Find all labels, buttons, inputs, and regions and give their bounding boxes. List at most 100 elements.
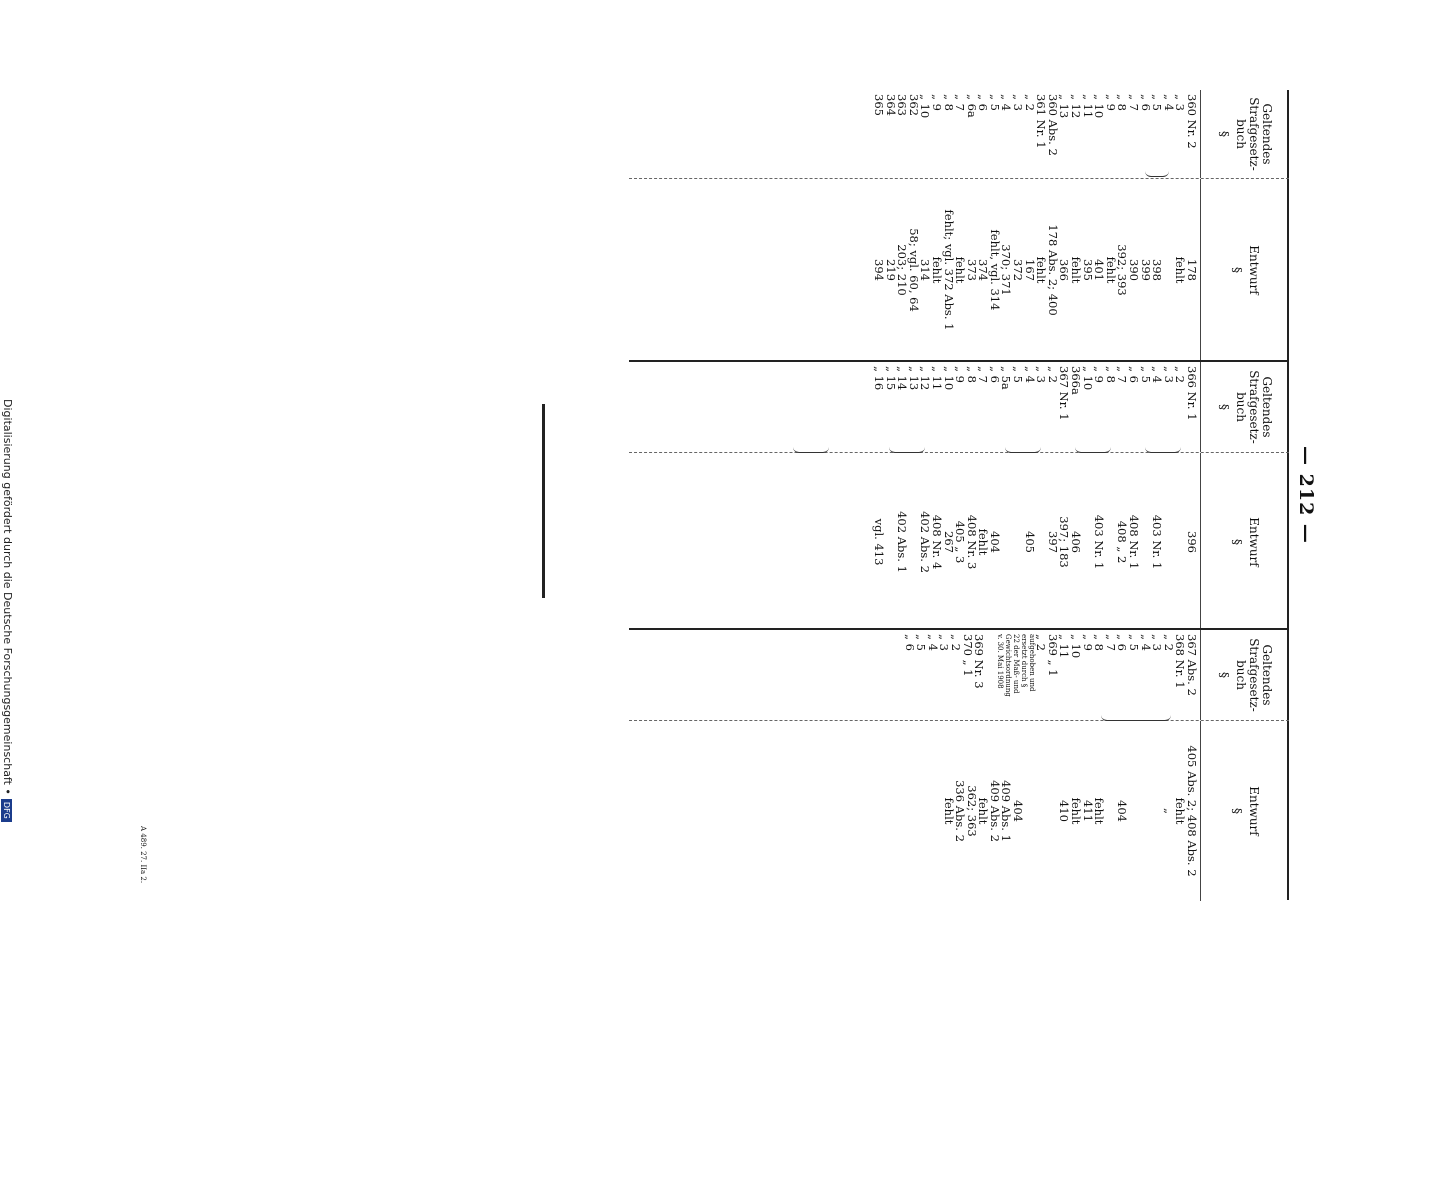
geltendes-cell: „ 11 xyxy=(929,366,944,391)
entwurf-cell: 409 Abs. 2 xyxy=(987,780,1002,842)
geltendes-cell: 360 Nr. 2 xyxy=(1185,94,1199,149)
entwurf-header-label: Entwurf xyxy=(1247,245,1261,295)
geltendes-header-label: Geltendes Strafgesetz- buch xyxy=(1234,370,1274,444)
geltendes-cell: 366 Nr. 1 xyxy=(1185,366,1199,421)
entwurf-cell: 408 Nr. 1 xyxy=(1127,514,1142,570)
entwurf-cell: 404 xyxy=(987,531,1002,553)
geltendes-cell: 367 Abs. 2 xyxy=(1185,634,1199,696)
geltendes-column-3: Geltendes Strafgesetz- buch § 367 Abs. 2… xyxy=(629,630,1289,720)
rotated-page: — 212 — Geltendes Strafgesetz- buch § 36… xyxy=(627,90,1317,901)
section-symbol: § xyxy=(1217,131,1231,137)
geltendes-cell: 366a xyxy=(1069,366,1084,395)
entwurf-cell: 404 xyxy=(1115,800,1130,822)
geltendes-column-1: Geltendes Strafgesetz- buch § 360 Nr. 2 „… xyxy=(629,90,1289,178)
section-symbol: § xyxy=(1230,267,1244,273)
geltendes-header-label: Geltendes Strafgesetz- buch xyxy=(1234,638,1274,712)
entwurf-header-label: Entwurf xyxy=(1247,786,1261,836)
entwurf-cell: 406 xyxy=(1069,531,1084,553)
document-sheet: — 212 — Geltendes Strafgesetz- buch § 36… xyxy=(1,90,1317,901)
entwurf-cell: 410 xyxy=(1057,800,1072,822)
geltendes-cell: 360 Abs. 2 xyxy=(1045,94,1060,156)
geltendes-header-label: Geltendes Strafgesetz- buch xyxy=(1234,97,1274,171)
geltendes-cell: „ 3 xyxy=(1011,94,1026,111)
entwurf-cell xyxy=(1035,721,1047,901)
geltendes-cell: „ 5 xyxy=(1127,634,1142,651)
entwurf-cell: 402 Abs. 2 xyxy=(918,511,933,573)
geltendes-header-3: Geltendes Strafgesetz- buch § xyxy=(1200,630,1289,720)
footer-imprint: A 489. 27. IIa 2. xyxy=(139,826,147,884)
entwurf-cell: fehlt xyxy=(1173,256,1188,284)
digitization-text: Digitalisierung gefördert durch die Deut… xyxy=(1,399,14,795)
entwurf-cell: 397 xyxy=(1045,531,1060,553)
section-symbol: § xyxy=(1230,808,1244,814)
entwurf-cell: 396 xyxy=(1185,531,1199,553)
section-symbol: § xyxy=(1217,404,1231,410)
geltendes-cell: „ 2 xyxy=(1045,366,1060,383)
entwurf-cell: 408 „ 2 xyxy=(1115,520,1130,564)
geltendes-cell: „ 6 xyxy=(987,366,1002,383)
geltendes-cell: „ 6 xyxy=(1127,366,1142,383)
geltendes-header-2: Geltendes Strafgesetz- buch § xyxy=(1200,362,1289,452)
entwurf-cell: 402 Abs. 1 xyxy=(895,511,910,573)
entwurf-cell xyxy=(1046,721,1058,901)
geltendes-header-1: Geltendes Strafgesetz- buch § xyxy=(1200,90,1289,178)
entwurf-cell xyxy=(1151,721,1163,901)
section-symbol: § xyxy=(1230,539,1244,545)
geltendes-cell: „ 12 xyxy=(1069,94,1084,119)
entwurf-cell xyxy=(1139,721,1151,901)
repeal-note: aufgehoben und ersetzt durch § 22 der Ma… xyxy=(996,634,1036,697)
geltendes-cell: „ 2 xyxy=(948,634,963,651)
geltendes-cell: „ 10 xyxy=(1069,634,1084,659)
entwurf-header-label: Entwurf xyxy=(1247,517,1261,567)
brace xyxy=(1005,446,1041,453)
geltendes-cell: „ 9 xyxy=(929,94,944,111)
entwurf-cell: 403 Nr. 1 xyxy=(1092,514,1107,570)
column-group-2: Geltendes Strafgesetz- buch § 366 Nr. 1 „… xyxy=(629,360,1289,631)
geltendes-column-2: Geltendes Strafgesetz- buch § 366 Nr. 1 „… xyxy=(629,362,1289,452)
brace xyxy=(1075,446,1111,453)
digitization-notice: Digitalisierung gefördert durch die Deut… xyxy=(0,399,14,1199)
entwurf-cell: 404 xyxy=(1011,800,1026,822)
entwurf-cell: „ xyxy=(1161,808,1176,814)
brace xyxy=(793,446,829,453)
entwurf-cell: 390 xyxy=(1127,259,1142,281)
geltendes-rows-1: 360 Nr. 2„ 3„ 4„ 5„ 6„ 7„ 8„ 9„ 10„ 11„ … xyxy=(871,90,1199,178)
geltendes-cell: 369 „ 1 xyxy=(1045,634,1060,677)
section-symbol: § xyxy=(1217,672,1231,678)
entwurf-cell: fehlt xyxy=(1069,797,1084,825)
entwurf-header-1: Entwurf § xyxy=(1200,179,1289,361)
dfg-logo: DFG xyxy=(1,798,12,822)
geltendes-cell: „ 5 xyxy=(1011,366,1026,383)
entwurf-cell: 394 xyxy=(871,259,886,281)
entwurf-cell: fehlt xyxy=(941,797,956,825)
brace xyxy=(1145,446,1181,453)
page-number: — 212 — xyxy=(1295,446,1317,544)
entwurf-cell: fehlt, vgl. 314 xyxy=(987,229,1002,311)
brace xyxy=(889,446,925,453)
entwurf-cell xyxy=(1127,721,1139,901)
entwurf-cell: 405 Abs. 2; 408 Abs. 2 xyxy=(1185,745,1199,877)
column-group-1: Geltendes Strafgesetz- buch § 360 Nr. 2 „… xyxy=(629,90,1289,361)
entwurf-cell: fehlt xyxy=(929,256,944,284)
entwurf-cell: 403 Nr. 1 xyxy=(1150,514,1165,570)
entwurf-column-3: Entwurf § 405 Abs. 2; 408 Abs. 2 fehlt „ 40… xyxy=(629,720,1289,901)
geltendes-cell: „ 2 xyxy=(1034,634,1049,651)
entwurf-cell: 178 xyxy=(1185,259,1199,281)
column-group-3: Geltendes Strafgesetz- buch § 367 Abs. 2… xyxy=(629,628,1289,901)
entwurf-cell: fehlt xyxy=(1069,256,1084,284)
entwurf-cell: 405 xyxy=(1022,531,1037,553)
entwurf-header-3: Entwurf § xyxy=(1200,721,1289,901)
geltendes-cell: 365 xyxy=(871,94,886,116)
brace xyxy=(1101,714,1171,721)
entwurf-cell: vgl. 413 xyxy=(871,518,886,566)
entwurf-cell: 408 Nr. 4 xyxy=(929,514,944,570)
entwurf-cell xyxy=(1174,453,1186,631)
geltendes-cell: „ 7 xyxy=(1127,94,1142,111)
